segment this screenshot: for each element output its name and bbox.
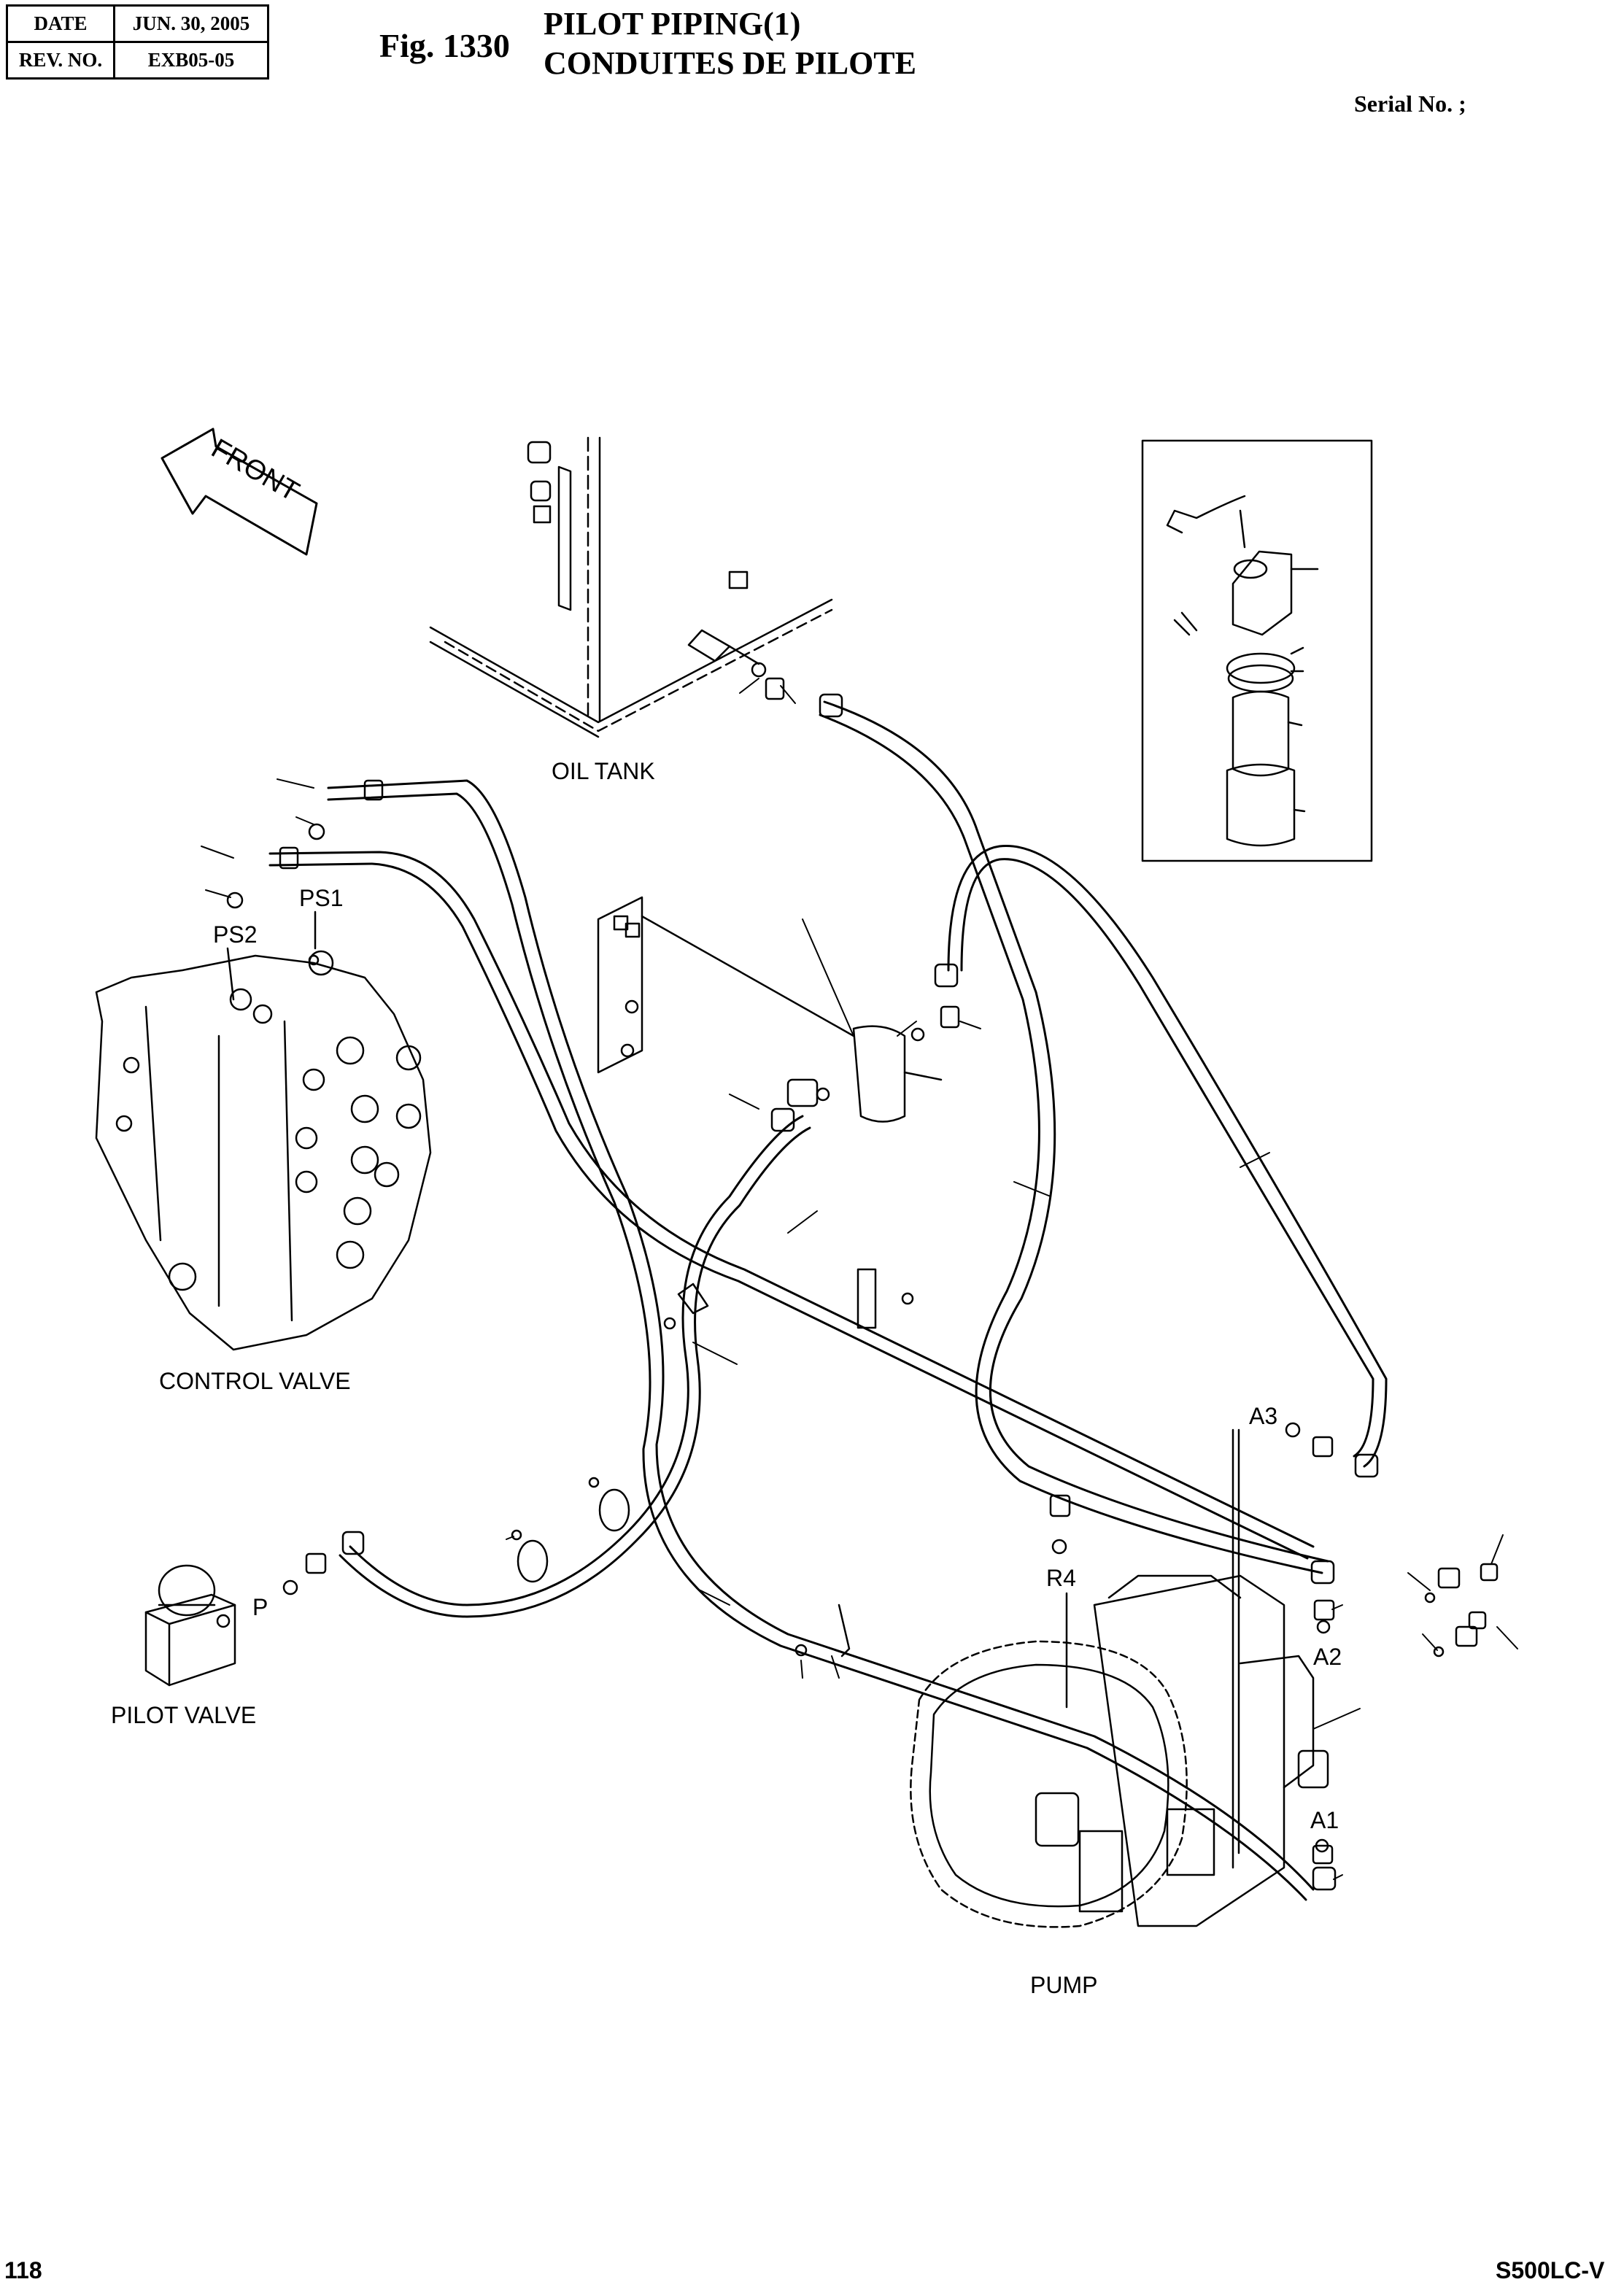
control-valve: CONTROL VALVE PS1 PS2 bbox=[95, 885, 432, 1394]
figure-number: Fig. 1330 bbox=[379, 27, 510, 64]
date-value: JUN. 30, 2005 bbox=[113, 4, 269, 43]
pump-label: PUMP bbox=[1030, 1972, 1097, 1998]
pilot-valve: PILOT VALVE P bbox=[111, 1564, 268, 1728]
leader-lines bbox=[201, 678, 1518, 1880]
filter-detail-inset bbox=[1141, 439, 1373, 862]
model-number: S500LC-V bbox=[1496, 2257, 1605, 2283]
pipes bbox=[268, 700, 1388, 1901]
control-valve-label: CONTROL VALVE bbox=[159, 1368, 351, 1394]
pilot-valve-label: PILOT VALVE bbox=[111, 1702, 256, 1728]
pump: PUMP R4 A1 A2 A3 bbox=[910, 1403, 1342, 1998]
port-ps1-label: PS1 bbox=[299, 885, 343, 911]
serial-number: Serial No. ; bbox=[1354, 90, 1466, 117]
date-label: DATE bbox=[6, 4, 115, 43]
page-title: PILOT PIPING(1) CONDUITES DE PILOTE bbox=[544, 4, 916, 83]
port-a2-label: A2 bbox=[1313, 1644, 1342, 1670]
title-english: PILOT PIPING(1) bbox=[544, 6, 801, 42]
port-r4-label: R4 bbox=[1046, 1565, 1076, 1591]
fittings bbox=[226, 662, 1499, 1891]
port-a1-label: A1 bbox=[1310, 1807, 1339, 1833]
rev-value: EXB05-05 bbox=[113, 41, 269, 80]
front-arrow: FRONT bbox=[161, 428, 318, 556]
page-number: 118 bbox=[4, 2257, 42, 2283]
oil-tank: OIL TANK bbox=[429, 436, 833, 784]
title-french: CONDUITES DE PILOTE bbox=[544, 45, 917, 81]
port-p-label: P bbox=[252, 1594, 268, 1620]
rev-label: REV. NO. bbox=[6, 41, 115, 80]
port-ps2-label: PS2 bbox=[213, 921, 257, 948]
revision-table: DATE JUN. 30, 2005 REV. NO. EXB05-05 bbox=[6, 4, 269, 80]
port-a3-label: A3 bbox=[1249, 1403, 1277, 1429]
pilot-filter bbox=[597, 896, 943, 1123]
oil-tank-label: OIL TANK bbox=[552, 758, 655, 784]
